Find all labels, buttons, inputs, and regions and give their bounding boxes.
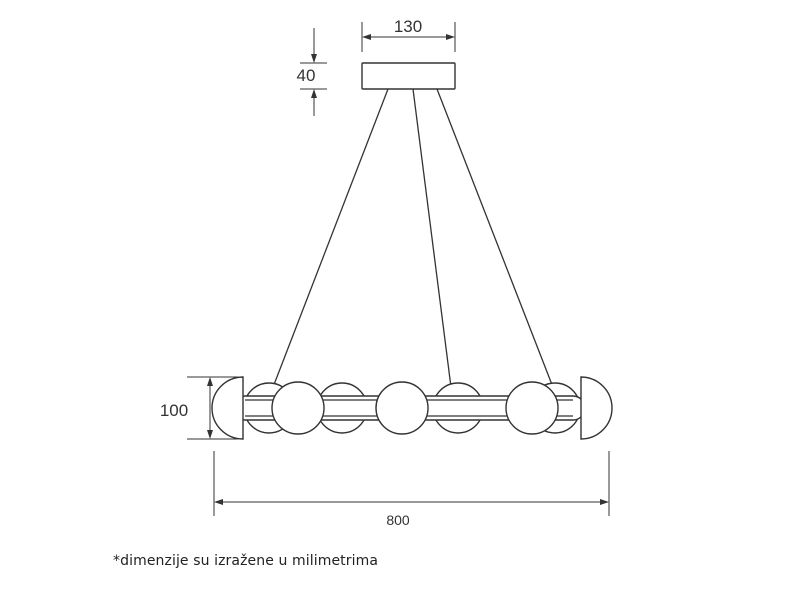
canopy-height-label: 40 xyxy=(297,66,316,85)
globe-front-2 xyxy=(375,381,429,435)
suspension-cables xyxy=(269,88,557,396)
units-footnote: *dimenzije su izražene u milimetrima xyxy=(113,553,379,569)
globe-front-1 xyxy=(271,381,325,435)
total-width-dimension: 800 xyxy=(213,451,610,528)
arrow-down xyxy=(311,54,317,63)
cable-middle xyxy=(412,88,453,396)
canopy-width-label: 130 xyxy=(394,17,422,36)
arrow-left xyxy=(214,499,223,505)
end-cap-right xyxy=(580,376,613,440)
canopy-height-dimension: 40 xyxy=(297,28,327,116)
cable-left xyxy=(269,88,389,396)
arrow-left xyxy=(362,34,371,40)
ring-height-dimension: 100 xyxy=(160,376,238,440)
arrow-right xyxy=(446,34,455,40)
arrow-up xyxy=(207,377,213,386)
front-globes xyxy=(271,381,559,435)
globe-front-3 xyxy=(505,381,559,435)
ceiling-canopy xyxy=(361,62,456,90)
canopy-width-dimension: 130 xyxy=(361,17,456,52)
cable-right xyxy=(436,88,557,396)
arrow-down xyxy=(207,430,213,439)
arrow-up xyxy=(311,89,317,98)
ring-height-label: 100 xyxy=(160,401,188,420)
arrow-right xyxy=(600,499,609,505)
end-cap-left xyxy=(211,376,244,440)
total-width-label: 800 xyxy=(386,512,410,528)
